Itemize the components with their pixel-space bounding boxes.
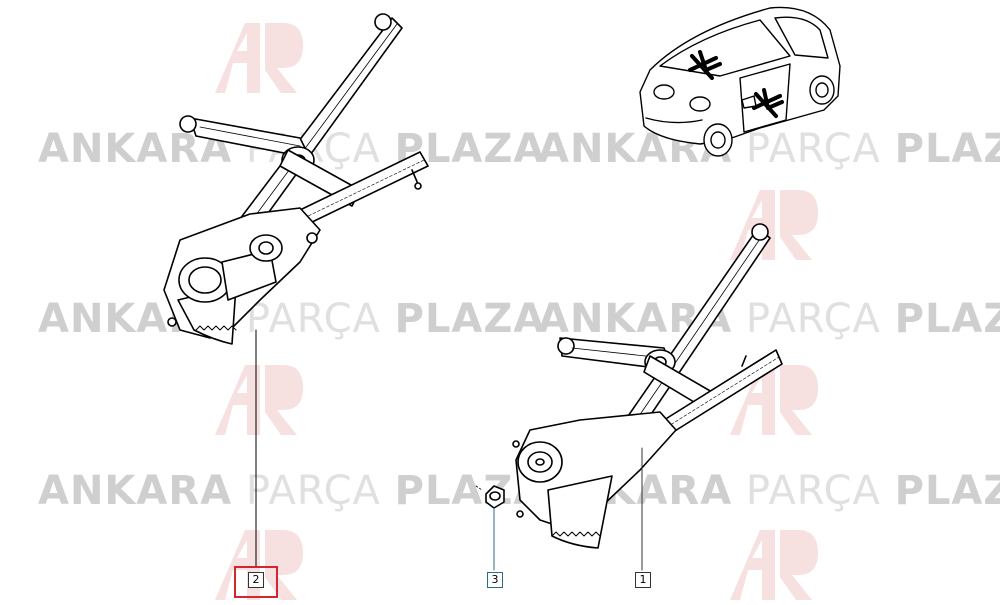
- car-illustration: [639, 6, 841, 157]
- watermark-logo: [215, 365, 303, 435]
- window-regulator-manual: [512, 223, 783, 549]
- part-number-1[interactable]: 1: [635, 572, 651, 588]
- window-regulator-electric: [163, 13, 429, 345]
- watermark-text: ANKARA PARÇA PLAZA: [538, 126, 1000, 172]
- part-number-2[interactable]: 2: [248, 572, 264, 588]
- selected-part-highlight: [234, 566, 278, 598]
- nut: [475, 485, 505, 509]
- watermark-logo: [730, 530, 818, 600]
- watermark-logo: [730, 365, 818, 435]
- part-number-3[interactable]: 3: [487, 572, 503, 588]
- watermark-logo: [215, 23, 303, 93]
